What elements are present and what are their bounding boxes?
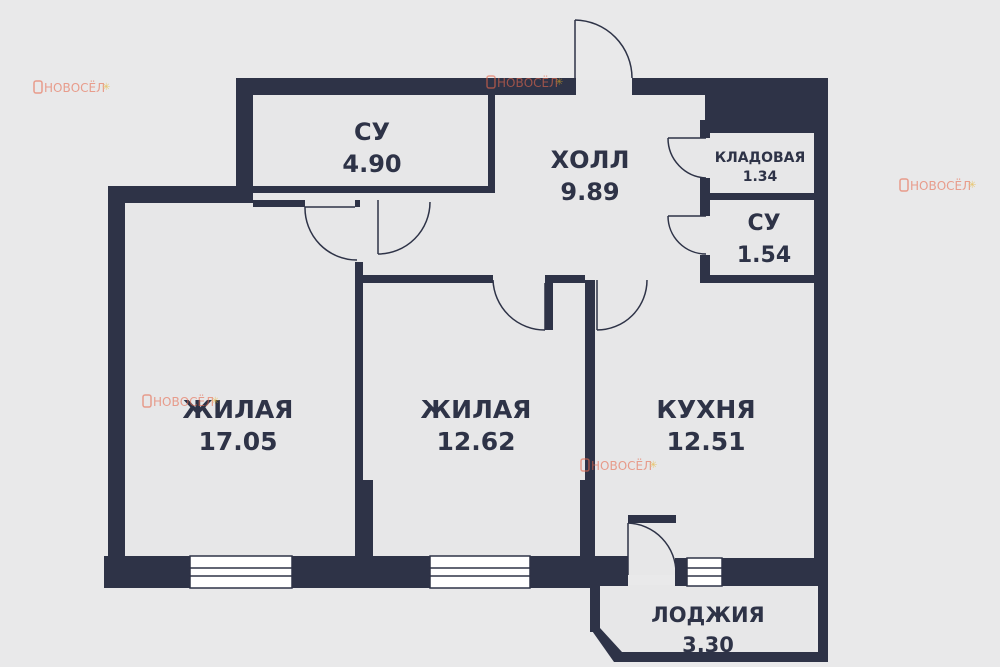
watermark-brand: НОВОСЁЛ <box>591 458 652 473</box>
room-area: 4.90 <box>342 150 401 178</box>
star-icon: ✳ <box>555 77 563 88</box>
watermark: НОВОСЁЛ ✳ <box>580 458 657 473</box>
room-name: ХОЛЛ <box>551 146 630 174</box>
room-area: 12.51 <box>666 427 745 456</box>
watermark-brand: НОВОСЁЛ <box>497 75 558 90</box>
room-living-middle: ЖИЛАЯ 12.62 <box>421 395 532 456</box>
room-bath-large: СУ 4.90 <box>342 118 401 178</box>
room-name: СУ <box>747 211 780 236</box>
windows <box>189 555 723 589</box>
room-name: ЖИЛАЯ <box>421 395 532 424</box>
room-name: КЛАДОВАЯ <box>715 150 806 166</box>
floor-fill <box>108 80 816 655</box>
room-name: КУХНЯ <box>656 395 755 424</box>
storage-door <box>667 137 707 179</box>
house-logo-icon <box>33 80 43 94</box>
star-icon: ✳ <box>211 396 219 407</box>
room-name: ЖИЛАЯ <box>183 395 294 424</box>
living-middle-door <box>492 279 546 331</box>
room-area: 9.89 <box>560 178 619 206</box>
room-area: 3.30 <box>682 633 734 657</box>
watermarks: НОВОСЁЛ ✳ НОВОСЁЛ ✳ НОВОСЁЛ ✳ НОВОСЁЛ ✳ … <box>33 75 976 473</box>
house-logo-icon <box>580 458 590 472</box>
window-living-middle <box>429 555 531 589</box>
room-area: 1.34 <box>743 169 778 185</box>
watermark-brand: НОВОСЁЛ <box>910 178 971 193</box>
room-area: 12.62 <box>436 427 515 456</box>
doors <box>304 19 707 575</box>
entrance-door <box>574 19 633 80</box>
watermark-brand: НОВОСЁЛ <box>44 80 105 95</box>
room-area: 17.05 <box>198 427 277 456</box>
star-icon: ✳ <box>968 180 976 191</box>
living-large-door <box>304 206 358 261</box>
house-logo-icon <box>899 178 909 192</box>
bath-small-door <box>667 215 707 255</box>
house-logo-icon <box>486 75 496 89</box>
window-living-large <box>189 555 293 589</box>
watermark-brand: НОВОСЁЛ <box>153 394 214 409</box>
kitchen-door <box>596 279 648 331</box>
star-icon: ✳ <box>649 460 657 471</box>
room-bath-small: СУ 1.54 <box>737 211 791 268</box>
room-storage: КЛАДОВАЯ 1.34 <box>715 150 806 185</box>
bath-large-door <box>377 200 431 255</box>
star-icon: ✳ <box>102 82 110 93</box>
house-logo-icon <box>142 394 152 408</box>
outer-walls <box>104 78 828 662</box>
loggia-door <box>627 522 677 575</box>
interior-walls <box>253 95 820 560</box>
watermark: НОВОСЁЛ ✳ <box>33 80 110 95</box>
room-loggia: ЛОДЖИЯ 3.30 <box>651 603 764 657</box>
watermark: НОВОСЁЛ ✳ <box>899 178 976 193</box>
room-kitchen: КУХНЯ 12.51 <box>656 395 755 456</box>
room-living-large: ЖИЛАЯ 17.05 <box>183 395 294 456</box>
room-hall: ХОЛЛ 9.89 <box>551 146 630 206</box>
room-name: ЛОДЖИЯ <box>651 603 764 627</box>
window-kitchen <box>686 557 723 587</box>
room-area: 1.54 <box>737 243 791 268</box>
room-labels: СУ 4.90 ХОЛЛ 9.89 КЛАДОВАЯ 1.34 СУ 1.54 … <box>183 118 806 657</box>
watermark: НОВОСЁЛ ✳ <box>142 394 219 409</box>
watermark: НОВОСЁЛ ✳ <box>486 75 563 90</box>
room-name: СУ <box>354 118 390 146</box>
